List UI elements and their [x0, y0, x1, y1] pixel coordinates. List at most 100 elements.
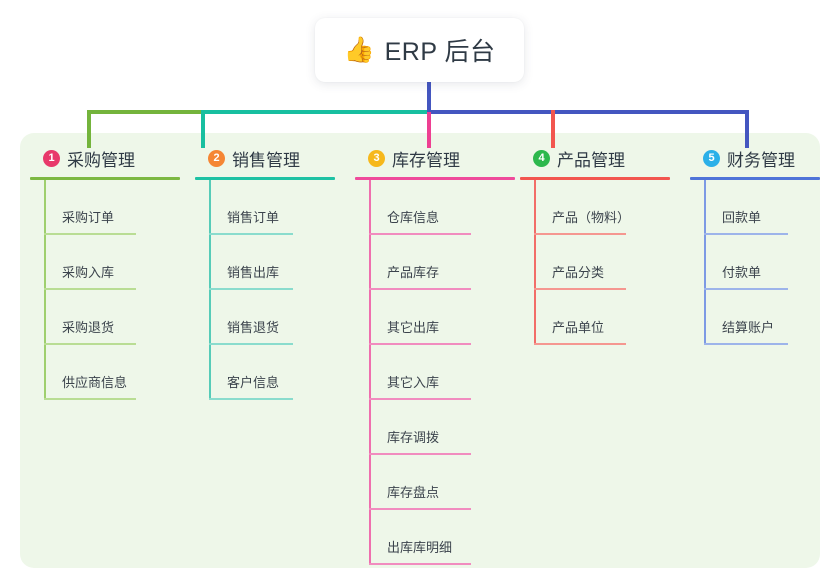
- leaf-node-rule: [44, 398, 136, 400]
- leaf-node-rule: [369, 343, 471, 345]
- leaf-node[interactable]: 库存调拨: [369, 400, 515, 455]
- leaf-node[interactable]: 销售出库: [209, 235, 335, 290]
- stub-connector-5: [745, 110, 749, 148]
- bus-segment-teal: [201, 110, 427, 114]
- root-node-title: ERP 后台: [384, 38, 496, 66]
- branch-number-badge: 3: [368, 149, 385, 167]
- leaf-node-label: 供应商信息: [62, 375, 128, 390]
- leaf-node-rule: [209, 398, 293, 400]
- leaf-node-rule: [369, 508, 471, 510]
- branch-spine: [209, 180, 211, 400]
- leaf-node-label: 销售出库: [227, 265, 280, 280]
- leaf-node-rule: [704, 233, 788, 235]
- bus-segment-green: [87, 110, 201, 114]
- branch-title: 销售管理: [232, 150, 300, 170]
- leaf-node[interactable]: 产品（物料）: [534, 180, 670, 235]
- leaf-node-label: 回款单: [722, 210, 762, 225]
- leaf-node-rule: [534, 288, 626, 290]
- branch-leaf-list-5: 回款单付款单结算账户: [690, 180, 820, 345]
- leaf-node[interactable]: 结算账户: [704, 290, 820, 345]
- leaf-node-rule: [704, 288, 788, 290]
- branch-leaf-list-1: 采购订单采购入库采购退货供应商信息: [30, 180, 180, 400]
- branch-number-badge: 1: [43, 149, 60, 167]
- branch-column-5: 5 财务管理回款单付款单结算账户: [690, 146, 820, 345]
- leaf-node-label: 库存调拨: [387, 430, 440, 445]
- leaf-node-rule: [209, 343, 293, 345]
- leaf-node-label: 其它出库: [387, 320, 440, 335]
- stub-connector-3: [427, 110, 431, 148]
- leaf-node-label: 产品（物料）: [552, 210, 631, 225]
- leaf-node[interactable]: 库存盘点: [369, 455, 515, 510]
- branch-header-4[interactable]: 4 产品管理: [520, 146, 670, 170]
- branch-header-5[interactable]: 5 财务管理: [690, 146, 820, 170]
- leaf-node[interactable]: 其它入库: [369, 345, 515, 400]
- leaf-node-rule: [369, 453, 471, 455]
- leaf-node-label: 销售订单: [227, 210, 280, 225]
- branch-number-badge: 4: [533, 149, 550, 167]
- branch-header-3[interactable]: 3 库存管理: [355, 146, 515, 170]
- leaf-node[interactable]: 仓库信息: [369, 180, 515, 235]
- leaf-node-rule: [44, 288, 136, 290]
- branch-header-rule: [690, 177, 820, 180]
- branch-header-rule: [30, 177, 180, 180]
- leaf-node-label: 产品库存: [387, 265, 440, 280]
- leaf-node-rule: [704, 343, 788, 345]
- leaf-node-rule: [369, 233, 471, 235]
- branch-spine: [534, 180, 536, 345]
- leaf-node[interactable]: 产品分类: [534, 235, 670, 290]
- branch-spine: [44, 180, 46, 400]
- leaf-node[interactable]: 采购入库: [44, 235, 180, 290]
- leaf-node-rule: [44, 233, 136, 235]
- leaf-node[interactable]: 采购退货: [44, 290, 180, 345]
- branch-spine: [369, 180, 371, 565]
- leaf-node[interactable]: 回款单: [704, 180, 820, 235]
- stub-connector-1: [87, 110, 91, 148]
- leaf-node[interactable]: 客户信息: [209, 345, 335, 400]
- branch-header-2[interactable]: 2 销售管理: [195, 146, 335, 170]
- branch-title: 财务管理: [727, 150, 795, 170]
- branch-leaf-list-2: 销售订单销售出库销售退货客户信息: [195, 180, 335, 400]
- branch-title: 产品管理: [557, 150, 625, 170]
- leaf-node-rule: [44, 343, 136, 345]
- leaf-node[interactable]: 采购订单: [44, 180, 180, 235]
- leaf-node-label: 采购订单: [62, 210, 115, 225]
- leaf-node[interactable]: 产品单位: [534, 290, 670, 345]
- leaf-node[interactable]: 其它出库: [369, 290, 515, 345]
- branch-leaf-list-3: 仓库信息产品库存其它出库其它入库库存调拨库存盘点出库库明细: [355, 180, 515, 565]
- leaf-node-label: 采购退货: [62, 320, 115, 335]
- leaf-node[interactable]: 产品库存: [369, 235, 515, 290]
- branch-header-rule: [195, 177, 335, 180]
- branch-column-2: 2 销售管理销售订单销售出库销售退货客户信息: [195, 146, 335, 400]
- leaf-node-rule: [369, 563, 471, 565]
- branch-number-badge: 2: [208, 149, 225, 167]
- branch-title: 库存管理: [392, 150, 460, 170]
- leaf-node[interactable]: 销售退货: [209, 290, 335, 345]
- leaf-node-rule: [534, 343, 626, 345]
- branch-column-3: 3 库存管理仓库信息产品库存其它出库其它入库库存调拨库存盘点出库库明细: [355, 146, 515, 565]
- bus-segment-indigo: [427, 110, 745, 114]
- branch-leaf-list-4: 产品（物料） 产品分类产品单位: [520, 180, 670, 345]
- branch-number-badge: 5: [703, 149, 720, 167]
- leaf-node-label: 产品分类: [552, 265, 605, 280]
- stub-connector-4: [551, 110, 555, 148]
- leaf-node-rule: [369, 398, 471, 400]
- leaf-node[interactable]: 销售订单: [209, 180, 335, 235]
- leaf-node[interactable]: 供应商信息: [44, 345, 180, 400]
- leaf-node-rule: [209, 288, 293, 290]
- trunk-connector: [427, 80, 431, 112]
- leaf-node[interactable]: 出库库明细: [369, 510, 515, 565]
- leaf-node-label: 采购入库: [62, 265, 115, 280]
- root-node-card[interactable]: 👍 ERP 后台: [315, 18, 524, 82]
- branch-header-rule: [520, 177, 670, 180]
- leaf-node-label: 销售退货: [227, 320, 280, 335]
- branch-column-4: 4 产品管理产品（物料） 产品分类产品单位: [520, 146, 670, 345]
- diagram-background-panel: [20, 133, 820, 568]
- leaf-node-rule: [369, 288, 471, 290]
- thumbs-up-icon: 👍: [343, 35, 375, 64]
- leaf-node-label: 产品单位: [552, 320, 605, 335]
- leaf-node-label: 仓库信息: [387, 210, 440, 225]
- leaf-node[interactable]: 付款单: [704, 235, 820, 290]
- leaf-node-label: 付款单: [722, 265, 762, 280]
